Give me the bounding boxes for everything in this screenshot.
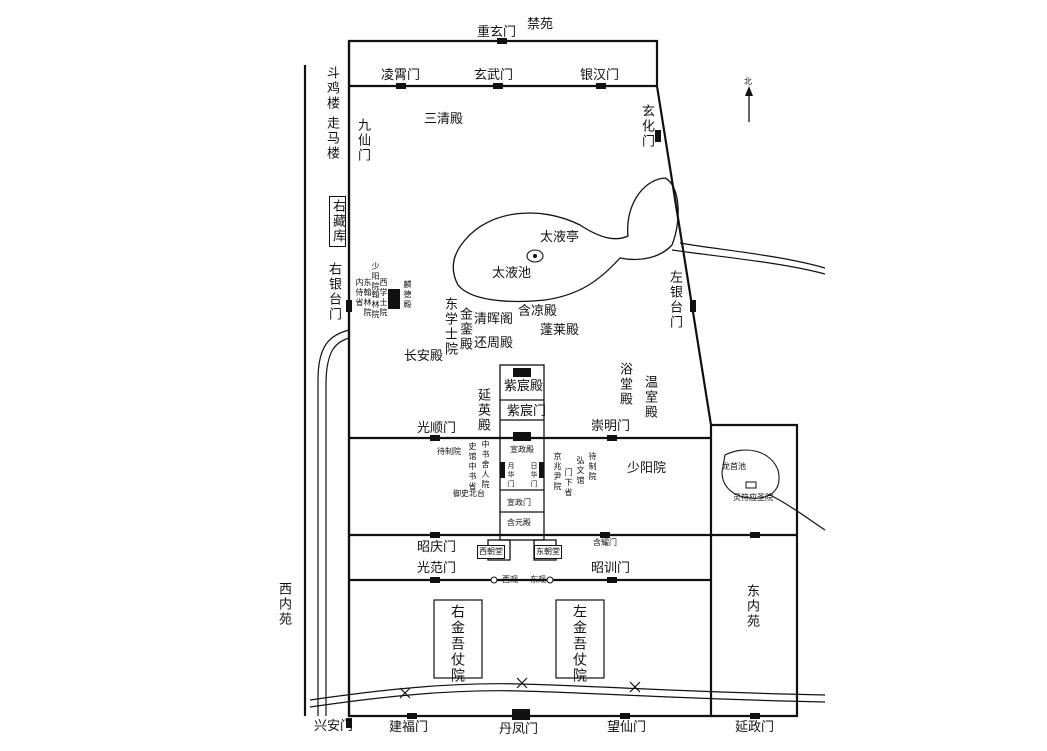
yueh-gate-block xyxy=(500,462,505,478)
label-zhongshusheng: 中书省 xyxy=(468,462,477,492)
label-wangxianmen: 望仙门 xyxy=(607,720,647,735)
label-dongneishiyuan: 东翰林院 xyxy=(363,278,372,318)
label-chongmingmen: 崇明门 xyxy=(591,419,631,434)
linde-hall-block xyxy=(388,289,400,309)
label-zichenmen: 紫宸门 xyxy=(507,404,547,419)
label-shaoyangyuan-small: 少阳院 xyxy=(371,262,380,292)
label-xichaotang: 西朝堂 xyxy=(477,545,505,559)
label-zhaoqingmen: 昭庆门 xyxy=(417,540,457,555)
canal-east-2 xyxy=(671,249,826,275)
label-lingfuyingsheng: 灵符应圣院 xyxy=(733,493,773,502)
label-guangfanmen: 光范门 xyxy=(417,561,457,576)
taiye-pond xyxy=(452,177,679,303)
label-xiguan: 西观 xyxy=(502,575,518,584)
canal-south-2 xyxy=(309,690,826,708)
label-jinluandian: 金銮殿 xyxy=(457,307,472,352)
label-hanliangdian: 含凉殿 xyxy=(518,304,558,319)
label-yanyingdian: 延英殿 xyxy=(475,388,490,433)
label-qinghuige: 清晖阁 xyxy=(474,312,514,327)
label-yinhanmen: 银汉门 xyxy=(580,68,620,83)
label-yutangdian: 浴堂殿 xyxy=(617,362,632,407)
label-dongxueshiyuan: 东学士院 xyxy=(442,297,457,357)
label-jiuxianmen: 九仙门 xyxy=(355,118,370,163)
label-xineiyuan: 西内苑 xyxy=(276,582,291,627)
label-xinganmen: 兴安门 xyxy=(314,719,354,734)
label-danfengmen: 丹凤门 xyxy=(499,722,539,737)
label-rihuamen: 日华门 xyxy=(530,462,538,489)
label-hanlinyuan: 翰林院 xyxy=(371,290,380,320)
label-taiyeting: 太液亭 xyxy=(540,230,580,245)
label-xuanzhengmen: 宣政门 xyxy=(507,498,531,507)
label-penglaidian: 蓬莱殿 xyxy=(540,323,580,338)
canal-south xyxy=(309,683,826,701)
canal-east xyxy=(679,242,826,269)
rihua-gate-block xyxy=(539,462,544,478)
label-shiguan: 史馆 xyxy=(468,442,477,462)
lingfu-building xyxy=(745,481,757,489)
label-dongneiyuan: 东内苑 xyxy=(744,584,759,629)
label-wenshidian: 温室殿 xyxy=(642,375,657,420)
label-sanqingdian: 三清殿 xyxy=(424,112,464,127)
label-neishijian: 内侍省 xyxy=(355,278,364,308)
canal-west-2 xyxy=(325,337,350,716)
label-jingzhaoyin: 京兆尹院 xyxy=(553,452,562,492)
label-youjinwu: 右金吾仗院 xyxy=(449,604,465,684)
label-huanzhoudian: 还周殿 xyxy=(474,336,514,351)
longshou-pond xyxy=(721,449,780,499)
label-doujilou: 斗鸡楼 xyxy=(324,66,339,111)
label-chongxuanmen: 重玄门 xyxy=(477,25,517,40)
label-xuanzhengdian: 宣政殿 xyxy=(510,445,534,454)
canal-east-park xyxy=(769,494,826,531)
label-xuanwumen: 玄武门 xyxy=(474,68,514,83)
label-yanzhengmen: 延政门 xyxy=(735,720,775,735)
label-daizhiyuan2: 待制院 xyxy=(588,452,597,482)
label-hanyuandian: 含元殿 xyxy=(507,518,531,527)
label-dongguan: 东观 xyxy=(530,575,546,584)
canal-west xyxy=(317,329,350,716)
label-jinyuan: 禁苑 xyxy=(527,17,554,32)
label-jianfumen: 建福门 xyxy=(389,720,429,735)
label-zuoyintaimen: 左银台门 xyxy=(667,270,682,330)
label-yushitai: 御史北台 xyxy=(453,489,485,498)
label-zhongshushe: 中书舍人院 xyxy=(481,440,490,490)
label-longshouchi: 龙首池 xyxy=(722,462,746,471)
label-changandian: 长安殿 xyxy=(404,349,444,364)
label-zuojinwu: 左金吾仗院 xyxy=(571,604,587,684)
danfeng-gate-block xyxy=(512,709,530,720)
label-lingxiaomen: 凌霄门 xyxy=(381,68,421,83)
xuanzheng-hall-block xyxy=(513,432,531,441)
label-menxiasheng: 门下省 xyxy=(564,468,573,498)
zuojinwu-box xyxy=(555,599,605,679)
youjinwu-box xyxy=(433,599,483,679)
label-xixueshiyuan: 西学士院 xyxy=(379,278,388,318)
zichen-hall-block xyxy=(513,368,531,377)
label-youcangku: 右藏库 xyxy=(329,196,346,247)
central-axis-complex xyxy=(499,364,545,541)
label-daizhiyuan: 待制院 xyxy=(437,447,461,456)
taiye-pavilion-island xyxy=(526,249,544,263)
label-shaoyangyuan: 少阳院 xyxy=(627,461,667,476)
label-north: 北 xyxy=(744,77,752,86)
label-zhaoxunmen: 昭训门 xyxy=(591,561,631,576)
label-zoumalou: 走马楼 xyxy=(324,116,339,161)
label-yuehuamen: 月华门 xyxy=(507,462,515,489)
label-hongwenguan: 弘文馆 xyxy=(576,456,585,486)
label-zichendian: 紫宸殿 xyxy=(504,379,544,394)
label-guangshunmen: 光顺门 xyxy=(417,421,457,436)
label-dongchaotang: 东朝堂 xyxy=(534,545,562,559)
label-taiyechi: 太液池 xyxy=(492,266,532,281)
label-xuanhuamen: 玄化门 xyxy=(639,104,654,149)
label-youyintaimen: 右银台门 xyxy=(326,262,341,322)
label-hanyaomen: 含耀门 xyxy=(593,538,617,547)
label-linde: 麟德殿 xyxy=(403,280,412,310)
